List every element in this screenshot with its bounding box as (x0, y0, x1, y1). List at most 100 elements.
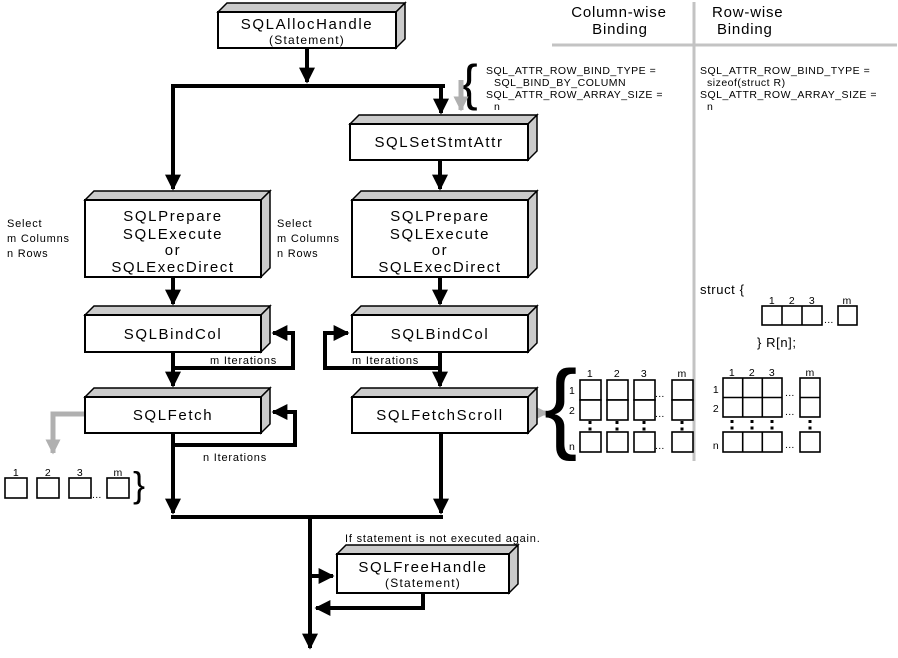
row-wise-title-2: Binding (717, 21, 773, 38)
grid-cell (633, 399, 656, 421)
box-right-side (395, 1, 406, 50)
grid-cell (671, 399, 694, 421)
row-label: 2 (569, 405, 575, 417)
box-top-side (348, 114, 539, 125)
box-label: SQLAllocHandle (241, 16, 373, 33)
col-label: m (842, 295, 851, 307)
box-face (351, 199, 529, 278)
annotation-line: n Rows (7, 248, 48, 260)
box-label: SQLBindCol (391, 326, 490, 343)
ellipsis: ... (824, 314, 834, 326)
box-label: SQLBindCol (124, 326, 223, 343)
row-wise-attributes: SQL_ATTR_ROW_BIND_TYPE = sizeof(struct R… (700, 65, 877, 113)
box-sql-fetch-scroll: SQLFetchScroll (350, 386, 539, 435)
grid-cell (36, 477, 60, 499)
attr-line: sizeof(struct R) (707, 77, 786, 89)
row-label: 1 (569, 385, 575, 397)
col-label: 2 (614, 368, 620, 380)
attr-line: SQL_ATTR_ROW_ARRAY_SIZE = (486, 89, 663, 101)
n-iterations-label: n Iterations (203, 452, 267, 464)
box-face (217, 11, 397, 49)
box-face (351, 396, 529, 434)
column-wise-grid: { 1 2 n 1 2 3 m ... ... ... (544, 350, 694, 462)
if-statement-label: If statement is not executed again. (345, 533, 541, 545)
open-brace: { (461, 55, 478, 111)
box-label: SQLFetchScroll (376, 407, 503, 424)
box-sql-prepare-right: SQLPrepare SQLExecute or SQLExecDirect (350, 189, 539, 279)
box-right-side (527, 113, 538, 162)
attr-line: SQL_BIND_BY_COLUMN (494, 77, 626, 89)
grid-cell (106, 477, 130, 499)
box-label: SQLExecute (123, 226, 223, 243)
box-top-side (350, 305, 539, 316)
col-label: 1 (769, 295, 775, 307)
grid-table (761, 305, 823, 326)
row-label: n (569, 441, 575, 453)
box-top-side (350, 190, 539, 201)
box-label: SQLExecDirect (111, 259, 234, 276)
grid-cell (837, 305, 858, 326)
loop-bindcol-right (323, 325, 440, 370)
row-wise-grid: 1 2 3 m 1 2 n ... ... ... (713, 367, 821, 453)
col-label: m (113, 467, 122, 479)
box-label: or (165, 242, 182, 259)
box-sql-prepare-left: SQLPrepare SQLExecute or SQLExecDirect (83, 189, 272, 279)
select-annotation-left: Select m Columns n Rows (7, 218, 70, 260)
ellipsis: ... (785, 406, 795, 418)
grid-table (722, 431, 783, 453)
attr-line: SQL_ATTR_ROW_BIND_TYPE = (486, 65, 656, 77)
grid-cell (4, 477, 28, 499)
row-wise-title: Row-wise (712, 4, 783, 21)
box-label: SQLFreeHandle (358, 559, 487, 576)
box-sql-set-stmt-attr: SQLSetStmtAttr (348, 113, 539, 162)
box-label: SQLExecDirect (378, 259, 501, 276)
ellipsis: ... (655, 408, 665, 420)
col-label: 3 (77, 467, 83, 479)
row-label: 1 (713, 384, 719, 396)
box-right-side (508, 543, 519, 595)
ellipsis: ... (785, 387, 795, 399)
col-label: 1 (13, 467, 19, 479)
ellipsis: ... (92, 489, 102, 501)
box-sql-free-handle: SQLFreeHandle (Statement) (335, 543, 520, 595)
close-brace: } (133, 464, 145, 505)
annotation-line: Select (277, 218, 312, 230)
box-right-side (527, 189, 538, 279)
col-label: m (805, 367, 814, 379)
attr-line: SQL_ATTR_ROW_BIND_TYPE = (700, 65, 870, 77)
struct-close-text: } R[n]; (757, 335, 797, 350)
loop-bindcol-left (173, 325, 295, 370)
attr-line: SQL_ATTR_ROW_ARRAY_SIZE = (700, 89, 877, 101)
box-top-side (335, 544, 520, 555)
row-label: 2 (713, 403, 719, 415)
annotation-line: m Columns (7, 233, 70, 245)
grid-cell (579, 379, 602, 401)
box-face (84, 396, 262, 434)
box-right-side (260, 386, 271, 435)
col-label: 1 (587, 368, 593, 380)
struct-declaration: struct { 1 2 3 m ... } R[n]; (700, 282, 858, 350)
attr-line: n (494, 101, 500, 113)
grid-cell (671, 379, 694, 401)
struct-open-text: struct { (700, 282, 745, 297)
grid-cell (633, 431, 656, 453)
binding-section-headers: Column-wise Binding Row-wise Binding (552, 2, 897, 461)
box-label: SQLPrepare (123, 208, 222, 225)
ellipsis: ... (655, 388, 665, 400)
box-face (349, 123, 529, 161)
annotation-line: m Columns (277, 233, 340, 245)
box-face (351, 314, 529, 353)
arrow-freehandle-return (314, 593, 425, 616)
col-label: 3 (809, 295, 815, 307)
box-top-side (83, 190, 272, 201)
ellipsis: ... (785, 439, 795, 451)
col-label: 2 (789, 295, 795, 307)
grid-cell (579, 399, 602, 421)
box-sublabel: (Statement) (385, 576, 461, 590)
box-label: SQLPrepare (390, 208, 489, 225)
box-label: SQLSetStmtAttr (374, 134, 503, 151)
grid-cell (579, 431, 602, 453)
col-label: m (677, 368, 686, 380)
